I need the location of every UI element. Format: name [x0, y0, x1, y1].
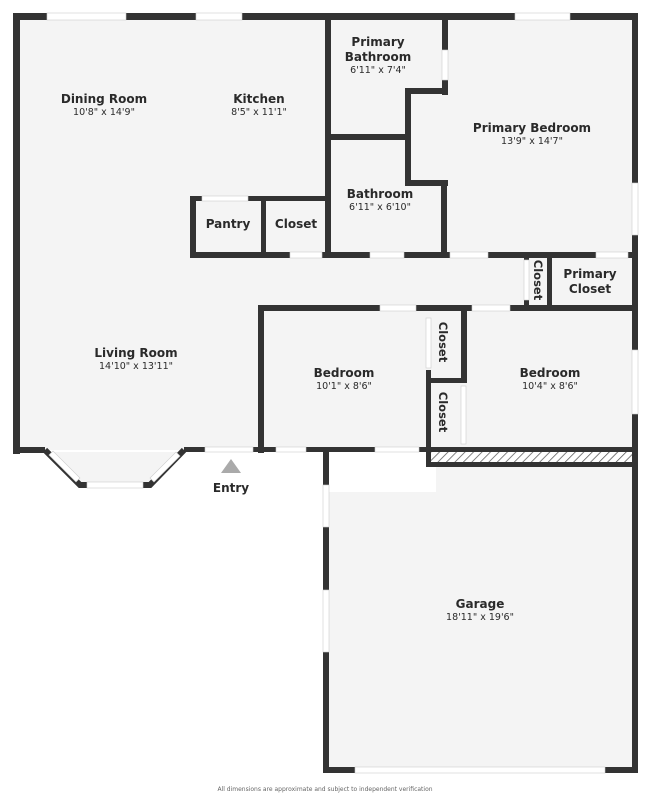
room-name: Bathroom	[346, 187, 414, 201]
room-name: Kitchen	[233, 92, 285, 106]
entry-arrow-icon	[221, 459, 241, 473]
entry-text: Entry	[212, 481, 250, 495]
room-closet-hall: Closet	[531, 259, 546, 301]
room-name: Primary Bedroom	[472, 121, 592, 135]
room-primary-closet: Primary Closet	[555, 267, 625, 297]
room-name: Primary Closet	[563, 267, 617, 296]
windows-doors	[46, 12, 639, 774]
entry-label: Entry	[213, 481, 249, 496]
room-name: Dining Room	[60, 92, 148, 106]
room-name: Garage	[455, 597, 505, 611]
room-dims: 10'8" x 14'9"	[73, 107, 135, 118]
room-name: Living Room	[94, 346, 178, 360]
room-name: Primary Bathroom	[344, 35, 412, 64]
room-dims: 13'9" x 14'7"	[501, 136, 563, 147]
room-dims: 10'1" x 8'6"	[316, 381, 372, 392]
room-closet: Closet	[275, 217, 317, 232]
room-dims: 6'11" x 6'10"	[349, 202, 411, 213]
room-dims: 10'4" x 8'6"	[522, 381, 578, 392]
room-dims: 14'10" x 13'11"	[99, 361, 173, 372]
room-pantry: Pantry	[206, 217, 251, 232]
hatched-wall	[428, 452, 632, 462]
room-name: Pantry	[205, 217, 251, 231]
room-name: Bedroom	[519, 366, 581, 380]
room-name: Closet	[274, 217, 318, 231]
room-name: Bedroom	[313, 366, 375, 380]
room-dims: 6'11" x 7'4"	[350, 65, 406, 76]
room-dims: 18'11" x 19'6"	[446, 612, 514, 623]
room-closet-bedroom-1: Closet	[436, 321, 451, 363]
footer-disclaimer: All dimensions are approximate and subje…	[217, 786, 433, 793]
room-closet-bedroom-2: Closet	[436, 391, 451, 433]
room-dims: 8'5" x 11'1"	[231, 107, 287, 118]
